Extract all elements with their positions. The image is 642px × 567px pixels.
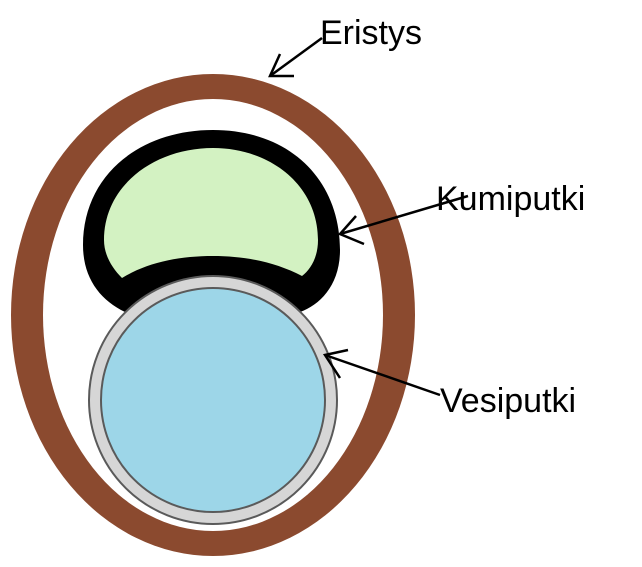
- label-eristys: Eristys: [320, 14, 422, 52]
- label-vesiputki: Vesiputki: [440, 382, 576, 420]
- arrow-eristys: [270, 38, 322, 76]
- label-kumiputki: Kumiputki: [436, 180, 585, 218]
- water-pipe-inner: [101, 288, 325, 512]
